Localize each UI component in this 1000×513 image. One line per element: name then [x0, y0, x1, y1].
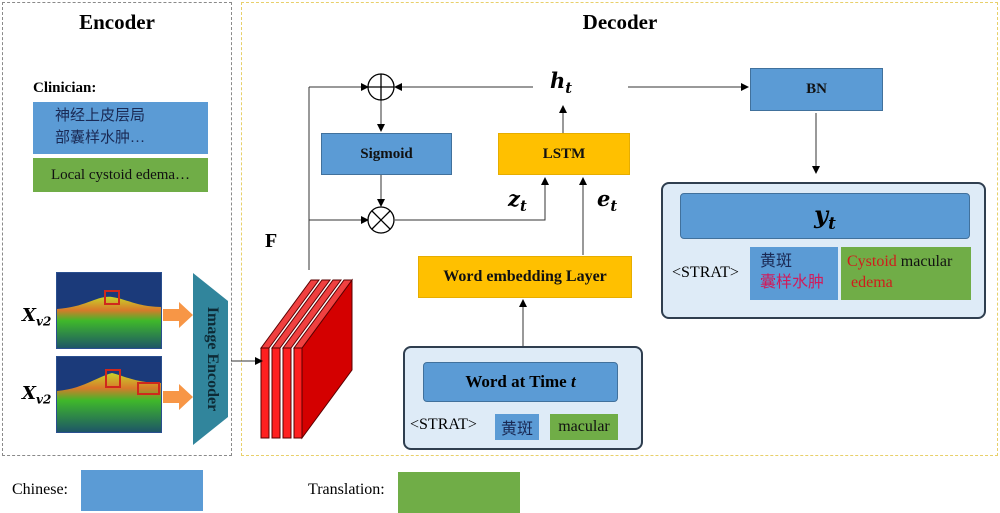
output-translation-line-2: edema [851, 274, 893, 291]
output-chinese-word: 黄斑 囊样水肿 [750, 247, 838, 300]
context-vector-label: zt [508, 186, 527, 216]
oct-image-1 [56, 272, 162, 349]
input-chinese-word: 黄斑 [495, 414, 539, 440]
clinician-label: Clinician: [33, 80, 97, 96]
bn-block: BN [750, 68, 883, 111]
hidden-state-label: ht [550, 68, 573, 98]
mul-to-lstm-arrow [395, 177, 549, 221]
input-translation-word: macular [550, 414, 618, 440]
feature-map-slice [293, 279, 353, 439]
encoder-panel [2, 2, 232, 456]
image-label-1: Xv2 [22, 305, 52, 329]
oct-image-2 [56, 356, 162, 433]
legend-chinese-label: Chinese: [12, 481, 68, 498]
feature-map-slice [260, 279, 320, 439]
clinician-translation-text: Local cystoid edema… [33, 158, 208, 192]
word-embedding-block: Word embedding Layer [418, 256, 632, 298]
chinese-line-1: 神经上皮层局 [55, 108, 146, 124]
image-label-2: Xv2 [22, 383, 52, 407]
feature-map-label: F [265, 230, 278, 252]
feature-map-slice [271, 279, 331, 439]
lesion-marker [104, 290, 120, 305]
image-to-encoder-arrows [163, 302, 193, 410]
image-encoder-block [193, 273, 228, 445]
output-chinese-line-2: 囊样水肿 [760, 274, 825, 291]
clinician-chinese-text: 神经上皮层局 部囊样水肿… [33, 102, 208, 154]
legend-chinese-swatch [81, 470, 203, 511]
feature-map-stack [260, 278, 353, 440]
word-at-time-scroll: Word at Time t [423, 362, 618, 402]
decoder-title: Decoder [582, 10, 658, 34]
output-scroll: yt [680, 193, 970, 239]
lesion-marker [137, 382, 160, 395]
legend-translation-swatch [398, 472, 520, 513]
embedding-vector-label: et [597, 186, 618, 216]
orange-arrow-1 [163, 302, 193, 328]
lesion-marker [105, 369, 121, 388]
output-label: yt [814, 199, 836, 233]
output-chinese-line-1: 黄斑 [760, 253, 793, 270]
legend-translation-label: Translation: [308, 481, 385, 498]
input-start-token: <STRAT> [410, 416, 477, 433]
sigmoid-block: Sigmoid [321, 133, 452, 175]
feature-map-slice [282, 279, 342, 439]
oct-scan-1 [57, 290, 161, 348]
output-start-token: <STRAT> [672, 264, 739, 281]
decoder-panel [241, 2, 998, 456]
encoder-title: Encoder [79, 10, 155, 34]
output-translation-highlight: Cystoid [847, 253, 897, 270]
scroll-title: Word at Time [465, 372, 567, 391]
lstm-block: LSTM [498, 133, 630, 175]
orange-arrow-2 [163, 384, 193, 410]
output-translation-rest: macular [896, 253, 953, 270]
chinese-line-2: 部囊样水肿… [55, 130, 146, 146]
scroll-title-var: t [570, 372, 576, 391]
output-translation-word: Cystoid macular edema [841, 247, 971, 300]
oct-scan-2 [57, 369, 161, 432]
